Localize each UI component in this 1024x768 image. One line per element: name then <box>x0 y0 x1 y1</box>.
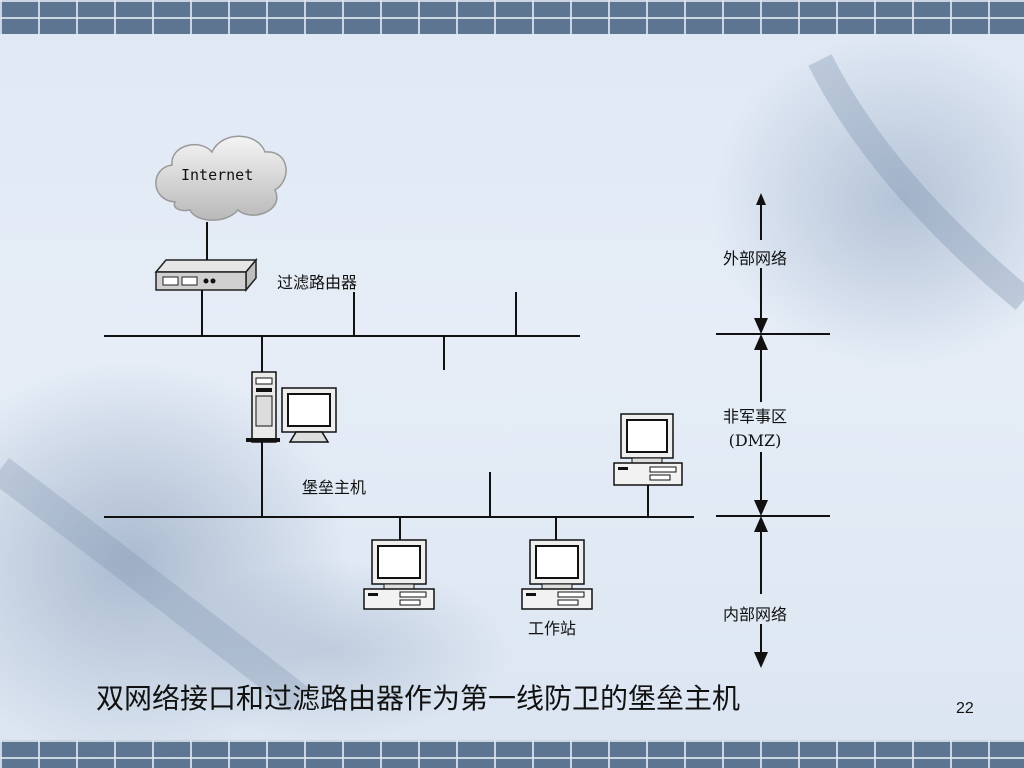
internal-workstation-icon <box>521 539 593 610</box>
internal-workstation-icon <box>363 539 435 610</box>
internet-label: Internet <box>181 166 254 184</box>
brick-border-top <box>0 0 1024 34</box>
external-network-label: 外部网络 <box>723 249 788 268</box>
router-icon <box>154 257 258 293</box>
internet-cloud-icon <box>155 135 287 221</box>
zone-arrows <box>716 193 830 668</box>
bastion-host-icon <box>246 371 337 443</box>
dmz-label: 非军事区 (DMZ) <box>723 405 787 453</box>
router-label: 过滤路由器 <box>277 273 358 292</box>
internal-network-label: 内部网络 <box>723 605 788 624</box>
dmz-label-line1: 非军事区 <box>723 407 788 426</box>
slide-caption: 双网络接口和过滤路由器作为第一线防卫的堡垒主机 <box>96 682 741 715</box>
dmz-label-line2: (DMZ) <box>728 431 782 450</box>
network-links <box>104 222 694 540</box>
dmz-workstation-icon <box>613 413 683 486</box>
workstation-label: 工作站 <box>528 619 577 638</box>
bastion-host-label: 堡垒主机 <box>302 478 367 497</box>
page-number: 22 <box>956 700 974 717</box>
